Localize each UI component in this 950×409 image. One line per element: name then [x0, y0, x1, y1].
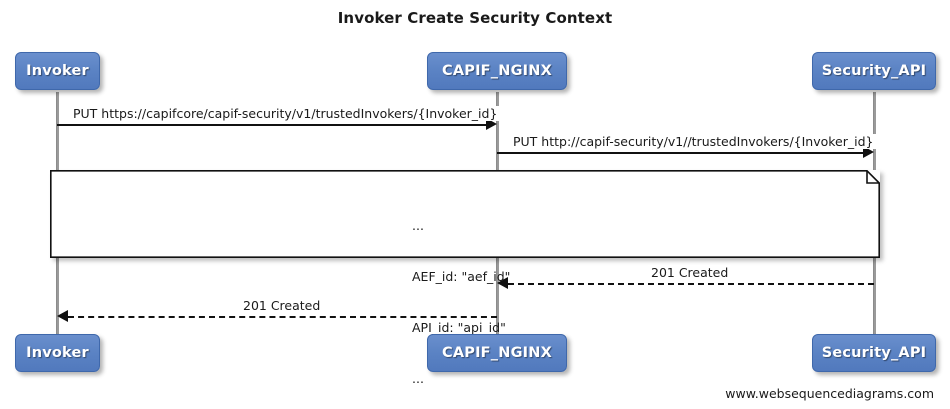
- participant-label: CAPIF_NGINX: [442, 63, 552, 79]
- message-3-label: 201 Created: [648, 265, 732, 280]
- note-line-3: API_id: "api_id": [412, 320, 506, 335]
- participant-label: Security_API: [821, 345, 927, 361]
- participant-security-api-top[interactable]: Security_API: [812, 52, 936, 90]
- participant-invoker-top[interactable]: Invoker: [15, 52, 100, 90]
- message-1-arrowhead-icon: [486, 118, 497, 130]
- participant-label: Invoker: [26, 345, 89, 361]
- message-4-line: [68, 316, 497, 318]
- message-4-arrowhead-icon: [57, 310, 68, 322]
- note-line-2: AEF_id: "aef_id": [412, 269, 511, 284]
- message-3-line: [508, 283, 874, 285]
- page-title: Invoker Create Security Context: [337, 9, 613, 27]
- participant-capif-nginx-bottom[interactable]: CAPIF_NGINX: [427, 334, 567, 372]
- message-1-line: [57, 124, 486, 126]
- message-2-line: [497, 152, 863, 154]
- footer-credit: www.websequencediagrams.com: [725, 386, 934, 401]
- message-3-arrowhead-icon: [497, 277, 508, 289]
- note-text: ... AEF_id: "aef_id" API_id: "api_id" ..…: [412, 183, 510, 409]
- participant-label: Security_API: [821, 63, 927, 79]
- message-1-label: PUT https://capifcore/capif-security/v1/…: [70, 106, 501, 121]
- message-2-label: PUT http://capif-security/v1//trustedInv…: [510, 134, 877, 149]
- note-line-1: ...: [412, 218, 424, 233]
- note-line-4: ...: [412, 371, 424, 386]
- participant-capif-nginx-top[interactable]: CAPIF_NGINX: [427, 52, 567, 90]
- note-shape-icon: [50, 170, 880, 258]
- participant-label: Invoker: [26, 63, 89, 79]
- participant-security-api-bottom[interactable]: Security_API: [812, 334, 936, 372]
- participant-invoker-bottom[interactable]: Invoker: [15, 334, 100, 372]
- message-4-label: 201 Created: [240, 298, 324, 313]
- note-box: ... AEF_id: "aef_id" API_id: "api_id" ..…: [50, 170, 880, 386]
- message-2-arrowhead-icon: [863, 146, 874, 158]
- participant-label: CAPIF_NGINX: [442, 345, 552, 361]
